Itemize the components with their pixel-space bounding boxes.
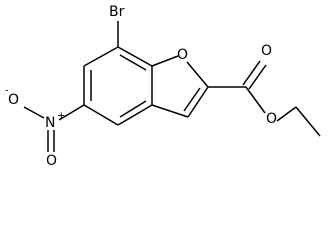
bond-c2-c3-inner — [183, 87, 201, 112]
bond-c2-c3 — [187, 86, 209, 118]
bond-c5-n — [58, 104, 85, 121]
ester-oxygen-label: O — [266, 111, 277, 127]
nitro-oxygen-bottom-label: O — [46, 153, 57, 169]
bromine-label: Br — [109, 4, 125, 20]
bond-c3a-c4-inner — [119, 100, 147, 118]
bond-c7a-o1 — [151, 55, 179, 67]
carbonyl-oxygen-label: O — [261, 43, 272, 59]
bond-ch2-ch3 — [295, 106, 321, 137]
bond-carbonyl-o-b — [248, 64, 267, 90]
nitro-oxygen-left-label: O — [8, 92, 19, 108]
bond-c7-c7a — [117, 46, 153, 67]
bond-o1-c2 — [186, 61, 209, 88]
bond-c4-c5 — [83, 104, 119, 126]
bond-c6-c7 — [83, 46, 119, 67]
bond-c3a-c4 — [117, 104, 153, 126]
nitro-nitrogen-label: N — [45, 115, 55, 131]
nitro-charge-minus-label: - — [5, 86, 9, 97]
bond-c7-c7a-inner — [119, 54, 147, 71]
bond-c3-c3a — [151, 104, 189, 118]
ring-oxygen-label: O — [177, 47, 188, 63]
nitro-charge-plus-label: + — [57, 111, 65, 122]
bond-ester-o-ch2 — [276, 106, 297, 122]
bond-n-o-left — [23, 106, 45, 119]
bond-carbonyl-ester-o — [245, 86, 266, 114]
chemical-structure-diagram: Br O N + O - O O O — [5, 4, 321, 169]
bond-carbonyl-o-a — [242, 60, 261, 86]
